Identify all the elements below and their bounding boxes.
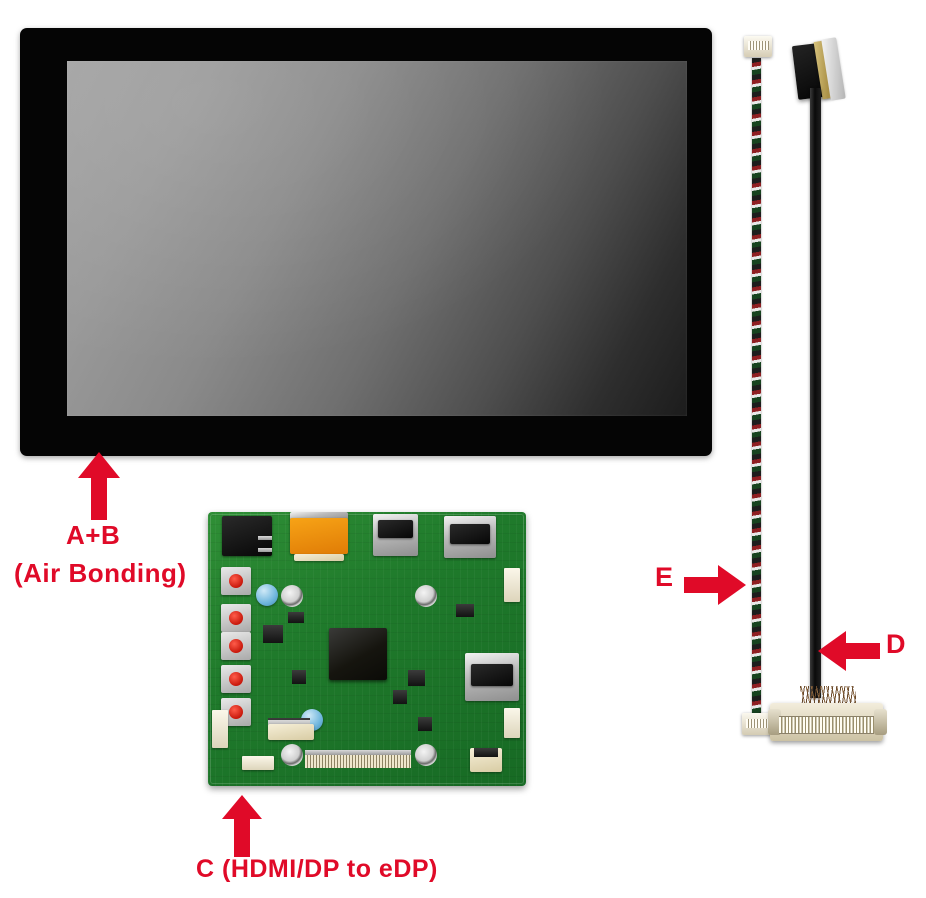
cable-d-latch-left [768,709,781,735]
inductor-2 [292,670,306,684]
inductor-1 [263,625,283,643]
arrow-up-icon-display [78,452,120,525]
button-2-cap[interactable] [229,611,243,625]
dc-jack-pin-b [258,548,272,552]
wafer-connector-right-bottom[interactable] [504,708,520,738]
hdmi-a-base [294,554,344,561]
cable-e-wire [752,58,761,728]
arrow-up-icon-board [222,795,262,862]
cable-e-label: E [655,562,674,592]
usb-a-cavity [450,524,490,544]
smd-ic-2 [456,604,474,617]
board-label: C (HDMI/DP to eDP) [196,855,438,883]
smd-ic-3 [408,670,425,686]
arrow-right-icon-cable-e [684,565,746,610]
cable-d-latch-right [874,709,887,735]
hdmi-a-shield [290,512,348,520]
scaler-chip [329,628,387,680]
mount-hole-tl [281,585,303,607]
arrow-left-icon-cable-d [818,631,880,676]
mount-hole-br [415,744,437,766]
dc-jack-pin-a [258,536,272,540]
cable-d-label: D [886,629,906,659]
smd-ic-1 [288,612,304,623]
edp-fpc-connector[interactable] [305,755,411,768]
button-1-cap[interactable] [229,574,243,588]
cable-d-lvds-pins [779,716,874,734]
soic-package [268,724,314,740]
display-sublabel: (Air Bonding) [14,558,187,588]
cable-e-top-pins [748,41,769,50]
display-screen [67,61,687,416]
display-panel[interactable] [20,28,712,456]
mount-hole-tr [415,585,437,607]
hdmi-c-cavity [471,664,513,686]
controller-board[interactable] [208,512,526,786]
button-5-cap[interactable] [229,705,243,719]
hdmi-a-port[interactable] [290,518,348,554]
inductor-3 [393,690,407,704]
inductor-4 [418,717,432,731]
capacitor-top [256,584,278,606]
display-label: A+B [66,520,121,550]
wafer-connector-left[interactable] [212,710,228,748]
cable-d-wire [810,88,821,698]
power-connector-pins [474,748,498,757]
button-3-cap[interactable] [229,639,243,653]
button-4-cap[interactable] [229,672,243,686]
hdmi-b-cavity [378,520,413,538]
edp-fpc-shell [305,750,411,755]
mount-hole-bl [281,744,303,766]
wafer-connector-bottom-left[interactable] [242,756,274,770]
cable-e-bottom-pins [746,719,772,728]
cable-d-wire-fanout [800,686,856,708]
wafer-connector-right-top[interactable] [504,568,520,602]
